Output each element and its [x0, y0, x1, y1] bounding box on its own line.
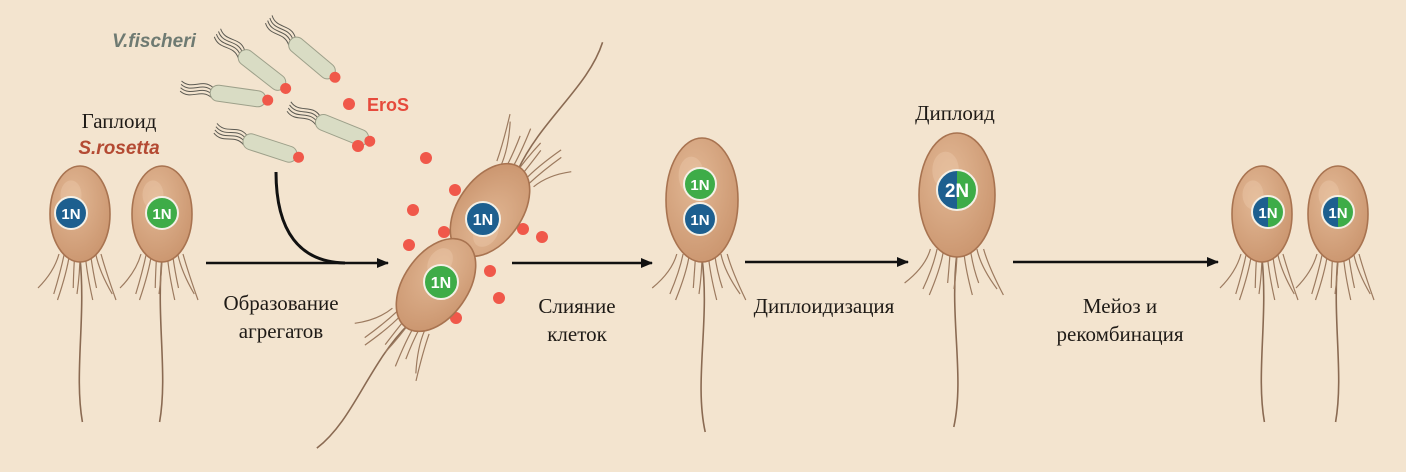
aggregate-cells: 1N 1N [316, 41, 604, 449]
diploidization-step-label: Диплоидизация [753, 294, 895, 318]
nucleus-recombinant-b: 1N [1321, 195, 1355, 229]
eros-dot-12 [517, 223, 529, 235]
eros-dot-4 [449, 184, 461, 196]
cells-group: 1N 1N 1N 1N 1N 1N 2N 1N 1N [37, 41, 1375, 449]
meiosis-step-label-1: Мейоз и [1082, 294, 1158, 318]
fusion-step-label-2: клеток [547, 322, 607, 346]
nucleus-fused-top: 1N [683, 167, 717, 201]
aggregation-step-label-1: Образование [223, 291, 339, 315]
fused-cell-flagellum [700, 257, 706, 433]
eros-dot-10 [493, 292, 505, 304]
eros-dot-1 [343, 98, 355, 110]
arrow-eros-signal [274, 171, 346, 265]
nucleus-fused-bottom: 1N [683, 202, 717, 236]
nucleus-aggregate-bottom: 1N [423, 264, 459, 300]
bacterium-2 [265, 15, 341, 83]
bacterium-1 [213, 28, 292, 94]
nucleus-recombinant-a-text: 1N [1258, 205, 1277, 222]
diploid-label: Диплоид [915, 101, 995, 125]
eros-dot-2 [352, 140, 364, 152]
nucleus-recombinant-a: 1N [1251, 195, 1285, 229]
diploid-cell-flagellum [953, 252, 959, 428]
eros-label: EroS [366, 95, 409, 115]
nucleus-diploid: 2N [936, 169, 978, 211]
eros-dot-5 [407, 204, 419, 216]
nucleus-fused-top-text: 1N [690, 177, 709, 194]
eros-dot-6 [403, 239, 415, 251]
eros-dot-9 [484, 265, 496, 277]
bacterium-4 [286, 101, 376, 147]
nucleus-aggregate-top-text: 1N [473, 212, 493, 229]
aggregate-cell-bottom-flagellum [316, 323, 410, 449]
nucleus-aggregate-top: 1N [465, 201, 501, 237]
eros-dot-8 [536, 231, 548, 243]
nucleus-recombinant-b-text: 1N [1328, 205, 1347, 222]
nucleus-diploid-text: 2N [945, 181, 969, 202]
aggregate-cell-top-flagellum [516, 41, 604, 172]
nucleus-haploid-a-text: 1N [61, 206, 80, 223]
arrows [206, 171, 1219, 268]
nucleus-aggregate-bottom-text: 1N [431, 275, 451, 292]
bacterium-3 [179, 80, 274, 108]
fusion-step-label-1: Слияние [538, 294, 616, 318]
species-label: S.rosetta [78, 138, 160, 159]
eros-dot-7 [438, 226, 450, 238]
haploid-label: Гаплоид [81, 109, 157, 133]
nucleus-haploid-b-text: 1N [152, 206, 171, 223]
meiosis-step-label-2: рекомбинация [1056, 322, 1184, 346]
nucleus-fused-bottom-text: 1N [690, 212, 709, 229]
bacteria-group [179, 15, 376, 163]
haploid-cell-a-flagellum [78, 257, 84, 423]
bacterium-5 [213, 123, 305, 163]
aggregation-step-label-2: агрегатов [238, 319, 324, 343]
nucleus-haploid-b: 1N [145, 196, 179, 230]
recombinant-cell-a-flagellum [1260, 257, 1266, 423]
nucleus-haploid-a: 1N [54, 196, 88, 230]
bacteria-label: V.fischeri [112, 31, 196, 52]
eros-dot-3 [420, 152, 432, 164]
